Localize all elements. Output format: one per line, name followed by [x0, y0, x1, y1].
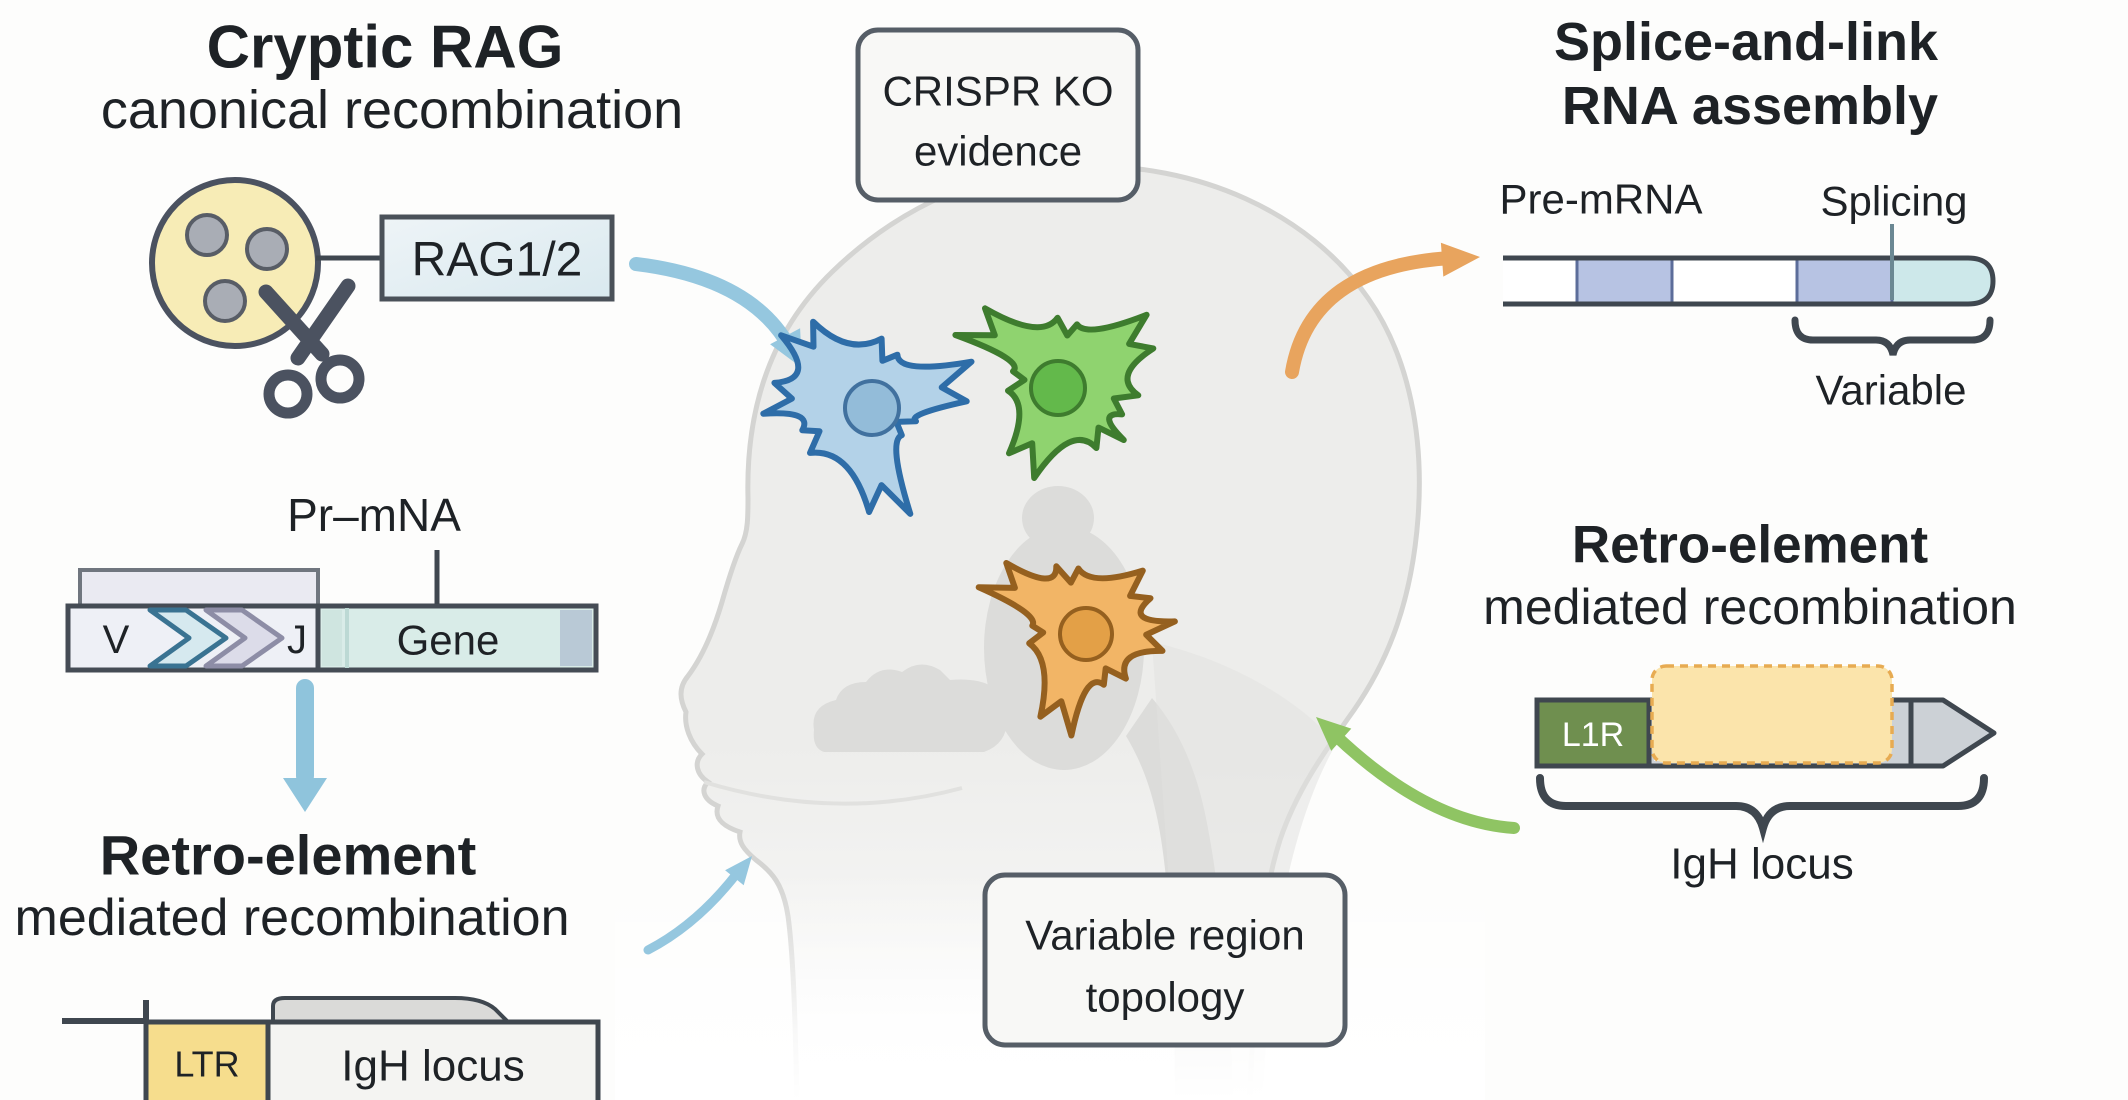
scissors-icon: [258, 278, 365, 419]
neurons-layer: [760, 305, 1178, 739]
left-bottom-title-line2: mediated recombination: [15, 889, 570, 947]
right-top-title-line2: RNA assembly: [1562, 76, 1938, 136]
l1r-igh-construct: [1534, 664, 1997, 844]
left-top-title-line2: canonical recombination: [101, 80, 683, 140]
brain-cloud-shape: [813, 664, 1008, 752]
jaw-line: [703, 780, 963, 806]
gene-label: Gene: [397, 617, 500, 664]
igh-locus-label-right: IgH locus: [1670, 840, 1853, 889]
l1r-label: L1R: [1562, 716, 1624, 754]
nuclease-dot: [203, 279, 247, 323]
vj-pre-mrna-label: Pr–mNA: [287, 489, 461, 541]
left-bottom-title-line1: Retro-element: [100, 824, 477, 887]
green-neuron: [952, 305, 1157, 481]
gene-strip: [322, 610, 342, 666]
green-arrow: [1316, 717, 1520, 834]
retro-yellow-box: [1650, 664, 1894, 765]
igh-locus-label-left: IgH locus: [341, 1042, 524, 1091]
vj-gene-construct: [65, 550, 599, 673]
right-bottom-title-line1: Retro-element: [1572, 516, 1928, 575]
j-segment-label: J: [287, 618, 307, 662]
vj-overlay-box: [78, 568, 320, 608]
crispr-box-line1: CRISPR KO: [882, 68, 1113, 115]
ltr-igh-construct: [62, 996, 601, 1100]
chevron-icon: [147, 607, 229, 669]
mrna-exon-segment: [1795, 257, 1894, 305]
igh-flap: [271, 996, 513, 1024]
arrows-layer: [283, 242, 1520, 955]
right-bottom-title-line2: mediated recombination: [1483, 579, 2017, 635]
nuclease-dot: [245, 227, 289, 271]
orange-neuron-nucleus: [1058, 606, 1114, 662]
ltr-label: LTR: [174, 1044, 239, 1085]
mrna-teal-cap: [1892, 260, 1991, 302]
l1r-arrowhead: [1908, 697, 1997, 769]
variable-brace: [1791, 316, 1994, 356]
topology-box-line1: Variable region: [1025, 912, 1304, 959]
topology-callout-box: [982, 872, 1348, 1048]
blue-neuron: [760, 318, 975, 517]
igh-brace: [1536, 774, 1988, 844]
orange-neuron: [975, 560, 1178, 739]
pre-mrna-label: Pre-mRNA: [1499, 176, 1702, 223]
gene-end-cap: [560, 610, 592, 666]
crispr-callout-box: [855, 27, 1141, 203]
green-neuron-nucleus: [1029, 359, 1087, 417]
orange-arrow: [1285, 242, 1480, 379]
chevron-icon: [203, 607, 285, 669]
rag-enzyme-label: RAG1/2: [412, 234, 583, 287]
topology-box-line2: topology: [1086, 974, 1245, 1021]
variable-label: Variable: [1816, 367, 1967, 414]
gene-section: [315, 603, 599, 673]
blue-arrow-bottom: [643, 856, 752, 955]
mrna-bar-outline: [1503, 255, 1996, 307]
right-top-title-line1: Splice-and-link: [1554, 12, 1939, 72]
igh-box: [265, 1019, 601, 1100]
rag-enzyme-box: [379, 214, 615, 302]
nuclease-dot: [185, 213, 229, 257]
blue-neuron-nucleus: [843, 379, 901, 437]
crispr-box-line2: evidence: [914, 128, 1082, 175]
splicing-label: Splicing: [1820, 178, 1967, 225]
blue-down-arrow: [283, 679, 327, 812]
rag-nuclease-icon: [149, 177, 615, 419]
left-top-title-line1: Cryptic RAG: [207, 14, 564, 81]
pre-mrna-bar: [1503, 224, 1996, 356]
mrna-exon-segment: [1575, 257, 1674, 305]
v-segment-label: V: [103, 618, 130, 662]
l1r-green-box: [1534, 697, 1652, 769]
